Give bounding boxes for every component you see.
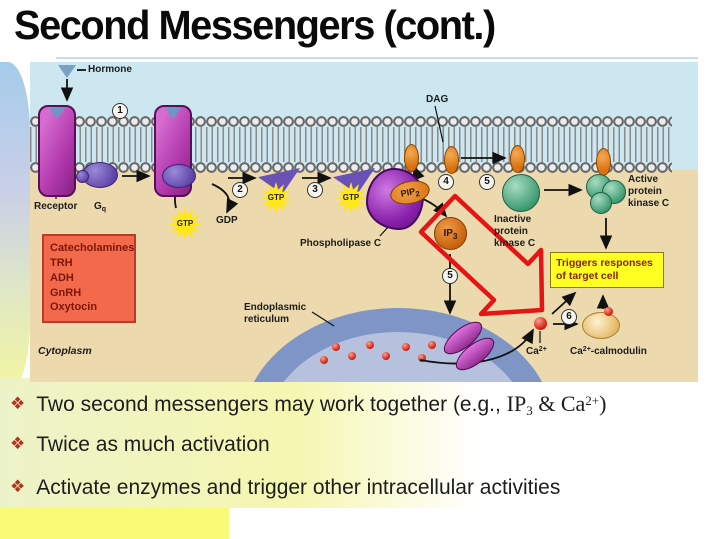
gq-label-base: G (94, 201, 102, 212)
trigger-response-box: Triggers responses of target cell (550, 252, 664, 289)
formula-ip-sub: 3 (526, 403, 533, 418)
dag-on-active-pkc (596, 148, 611, 176)
active-pkc-label: Active protein kinase C (628, 174, 670, 209)
inactive-pkc-label: Inactive protein kinase C (494, 214, 536, 249)
calcium-ion-dot (348, 352, 356, 360)
cytoplasm-label: Cytoplasm (38, 345, 92, 357)
bullet-1-text: Two second messengers may work together … (36, 393, 507, 416)
lipid-tails (30, 127, 672, 162)
bullet-1-formula: IP3 & Ca2+) (506, 391, 607, 418)
bullet-3-text: Activate enzymes and trigger other intra… (36, 476, 561, 499)
formula-close-paren: ) (599, 391, 607, 416)
receptor-2 (154, 105, 192, 197)
pip2-label-base: PIP (399, 186, 416, 199)
calcium-ion-dot (320, 356, 328, 364)
pip2-label-sub: 2 (414, 188, 421, 199)
receptor-label: Receptor (34, 201, 78, 212)
receptor-1 (38, 105, 76, 197)
bullet-highlight-strip (0, 508, 229, 539)
ca-label-base: Ca (526, 346, 539, 357)
big-red-emphasis-arrow (418, 193, 545, 317)
hormone-label: Hormone (88, 64, 132, 75)
bullet-marker-icon: ❖ (10, 477, 26, 496)
bullet-1: ❖ Two second messengers may work together… (10, 391, 606, 419)
ca-calmodulin-suffix: -calmodulin (590, 346, 647, 357)
hormone-list-item: GnRH (50, 286, 82, 299)
er-leader-line (311, 311, 335, 327)
arrow-calcium-release (419, 328, 534, 365)
arrow-ca-to-response (551, 291, 577, 315)
dag-molecule-2 (444, 146, 459, 174)
calcium-ion-dot (366, 341, 374, 349)
ip3-molecule: IP3 (434, 217, 467, 250)
gq-protein-lobe (76, 170, 89, 183)
title-underline (56, 57, 698, 59)
er-label: Endoplasmic reticulum (244, 302, 307, 325)
step-circle-5b: 5 (442, 268, 458, 284)
calcium-ion-dot (332, 343, 340, 351)
hormone-icon (58, 65, 76, 78)
step-circle-5a: 5 (479, 174, 495, 190)
g-protein-receptor2 (162, 164, 196, 188)
bullet-highlight-block (0, 378, 478, 508)
step-circle-6: 6 (561, 309, 577, 325)
formula-ca-sup: 2+ (585, 393, 600, 408)
signaling-diagram: Hormone 1 Receptor Gq GTP GDP 2 GTP 3 GT… (30, 62, 698, 382)
active-pkc-lobe-3 (590, 192, 612, 214)
ip3-label-base: IP (443, 228, 453, 239)
ip3-label-sub: 3 (452, 231, 458, 241)
calcium-ion-dot (382, 352, 390, 360)
ca-label: Ca2+ (526, 346, 547, 358)
inactive-pkc-enzyme (502, 174, 540, 212)
ca-calmodulin-label: Ca2+-calmodulin (570, 346, 647, 358)
calcium-ion-dot (402, 343, 410, 351)
arrow-gdp-release (211, 183, 239, 214)
hormone-list-item: TRH (50, 256, 73, 269)
left-gradient-band (0, 62, 30, 392)
hormone-list-box: Catecholamines TRH ADH GnRH Oxytocin (42, 234, 136, 324)
bullet-2: ❖ Twice as much activation (10, 433, 270, 457)
phospholipase-c-label: Phospholipase C (300, 238, 382, 249)
bullet-marker-icon: ❖ (10, 434, 26, 453)
gq-label-sub: q (101, 206, 107, 213)
receptor-binding-site (49, 108, 65, 119)
calcium-ion-dot (418, 354, 426, 362)
bullet-2-text: Twice as much activation (36, 433, 270, 456)
calcium-ion-dot (428, 341, 436, 349)
formula-ip: IP (506, 391, 527, 416)
step-circle-2: 2 (232, 182, 248, 198)
hormone-list-item: Catecholamines (50, 242, 135, 254)
page-title: Second Messengers (cont.) (14, 2, 496, 48)
calmodulin (582, 312, 620, 339)
bullet-marker-icon: ❖ (10, 394, 26, 413)
bullet-3: ❖ Activate enzymes and trigger other intr… (10, 476, 560, 500)
formula-and-ca: & Ca (532, 391, 586, 416)
step-circle-4: 4 (438, 174, 454, 190)
ca-calmodulin-base: Ca (570, 346, 583, 357)
dag-label: DAG (426, 94, 449, 105)
step-circle-3: 3 (307, 182, 323, 198)
receptor-binding-site (165, 108, 181, 119)
calcium-ion (534, 317, 547, 330)
dag-molecule-1 (404, 144, 419, 172)
step-circle-1: 1 (112, 103, 128, 119)
calcium-on-calmodulin (604, 307, 613, 316)
gdp-label: GDP (216, 215, 238, 226)
ca-label-sup: 2+ (538, 346, 547, 353)
active-pkc-lobe-2 (602, 180, 626, 204)
hormone-list-item: Oxytocin (50, 301, 98, 314)
dag-leader-line (434, 105, 444, 143)
ca-calmodulin-sup: 2+ (582, 346, 591, 353)
hormone-list-item: ADH (50, 271, 74, 284)
dag-molecule-3 (510, 145, 525, 173)
gq-label: Gq (94, 201, 106, 214)
